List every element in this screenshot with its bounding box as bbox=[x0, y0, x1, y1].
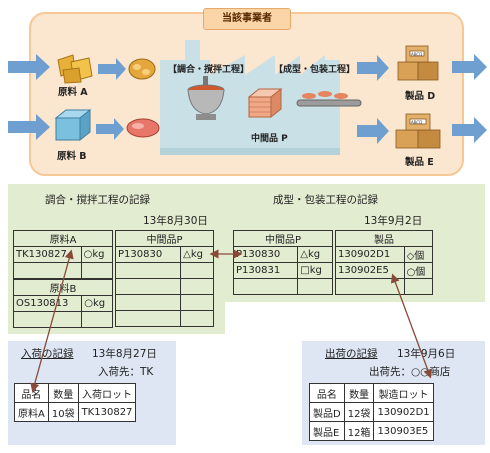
receipt-cell-name: 原料A bbox=[14, 402, 49, 422]
product-d-box-label: ABCD bbox=[411, 52, 423, 57]
forming-record-title: 成型・包装工程の記録 bbox=[273, 194, 378, 206]
intermediate-label: 中間品 P bbox=[251, 134, 288, 144]
intermediate-block-icon bbox=[247, 87, 283, 119]
processed-a-icon bbox=[128, 58, 156, 80]
stage-forming-label: 【成型・包装工程】 bbox=[274, 65, 356, 75]
product-e-label: 製品 E bbox=[405, 157, 434, 168]
forming-product-table: 製品 130902D1 ◇個 130902E5 ○個 bbox=[335, 230, 434, 295]
forming-record-date: 13年9月2日 bbox=[364, 215, 423, 227]
trace-arrow-receipt-to-raw-a bbox=[30, 249, 74, 393]
operator-label: 当該事業者 bbox=[203, 8, 291, 30]
receipt-cell-lot: TK130827 bbox=[77, 402, 137, 422]
receipt-record-date: 13年8月27日 bbox=[92, 348, 157, 360]
raw-b-box-icon bbox=[54, 108, 92, 142]
output-arrow-d bbox=[452, 54, 487, 80]
input-arrow-a bbox=[8, 54, 50, 80]
mixing-record-title: 調合・撹拌工程の記録 bbox=[45, 194, 150, 206]
raw-b-label: 原料 B bbox=[57, 151, 87, 162]
product-e-box-label: ABCD bbox=[411, 120, 423, 125]
arrow-b-processed bbox=[96, 118, 124, 140]
conveyor-icon bbox=[296, 91, 362, 107]
raw-a-bags-icon bbox=[57, 54, 93, 84]
raw-a-label: 原料 A bbox=[58, 87, 88, 98]
product-d-label: 製品 D bbox=[405, 91, 436, 102]
forming-intermediate-table: 中間品P P130830 △kg P130831 □kg bbox=[232, 230, 333, 295]
receipt-supplier: 入荷先：TK bbox=[98, 366, 154, 378]
raw-a-qty: ○kg bbox=[80, 246, 114, 263]
shipment-row-2-lot: 130903E5 bbox=[373, 421, 434, 441]
trace-arrow-product-to-shipment bbox=[390, 273, 433, 379]
shipment-row-2-name: 製品E bbox=[309, 421, 345, 441]
product-e-boxes-icon bbox=[395, 113, 441, 149]
mixing-record-date: 13年8月30日 bbox=[143, 215, 208, 227]
shipment-table: 品名 数量 製造ロット 製品D 12袋 130902D1 製品E 12箱 130… bbox=[309, 383, 434, 441]
intermediate-p-table: 中間品P P130830 △kg bbox=[114, 230, 214, 327]
mixer-bowl-icon bbox=[187, 76, 225, 120]
stage-mixing-label: 【調合・撹拌工程】 bbox=[168, 65, 250, 75]
input-arrow-b bbox=[8, 114, 50, 140]
shipment-record-title: 出荷の記録 bbox=[325, 348, 378, 360]
arrow-to-product-d bbox=[357, 55, 389, 81]
output-arrow-e bbox=[452, 117, 487, 143]
arrow-a-processed bbox=[98, 58, 126, 80]
processed-b-icon bbox=[126, 118, 160, 138]
arrow-to-product-e bbox=[357, 118, 389, 144]
product-d-boxes-icon bbox=[397, 45, 439, 81]
